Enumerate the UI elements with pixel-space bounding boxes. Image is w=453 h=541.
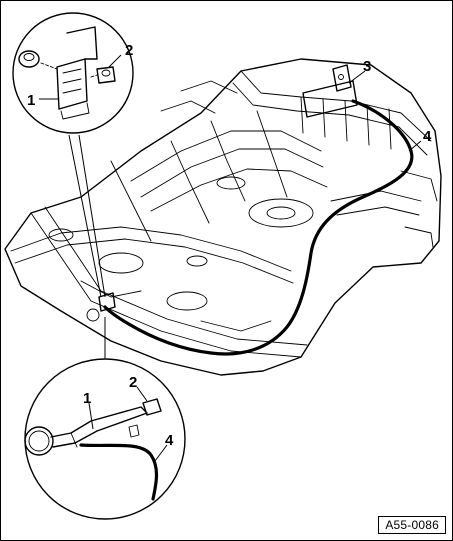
callout-1-top: 1: [27, 92, 35, 109]
callout-2-top: 2: [125, 42, 133, 59]
release-lever-mount: [86, 292, 116, 322]
callout-1-bottom: 1: [83, 390, 91, 407]
top-detail-pointer: [68, 134, 106, 298]
callout-4-bottom: 4: [165, 432, 174, 449]
release-cable: [103, 99, 414, 356]
cable-bracket-3: [302, 64, 358, 118]
callout-2-bottom: 2: [129, 374, 137, 391]
floor-pan-drawing: [4, 58, 442, 376]
reference-code-label: A55-0086: [378, 516, 446, 534]
bottom-detail-view: [24, 358, 186, 520]
callout-3: 3: [363, 58, 371, 75]
top-detail-view: [12, 12, 134, 134]
callout-4: 4: [423, 128, 432, 145]
callout-leaders: [39, 54, 422, 462]
